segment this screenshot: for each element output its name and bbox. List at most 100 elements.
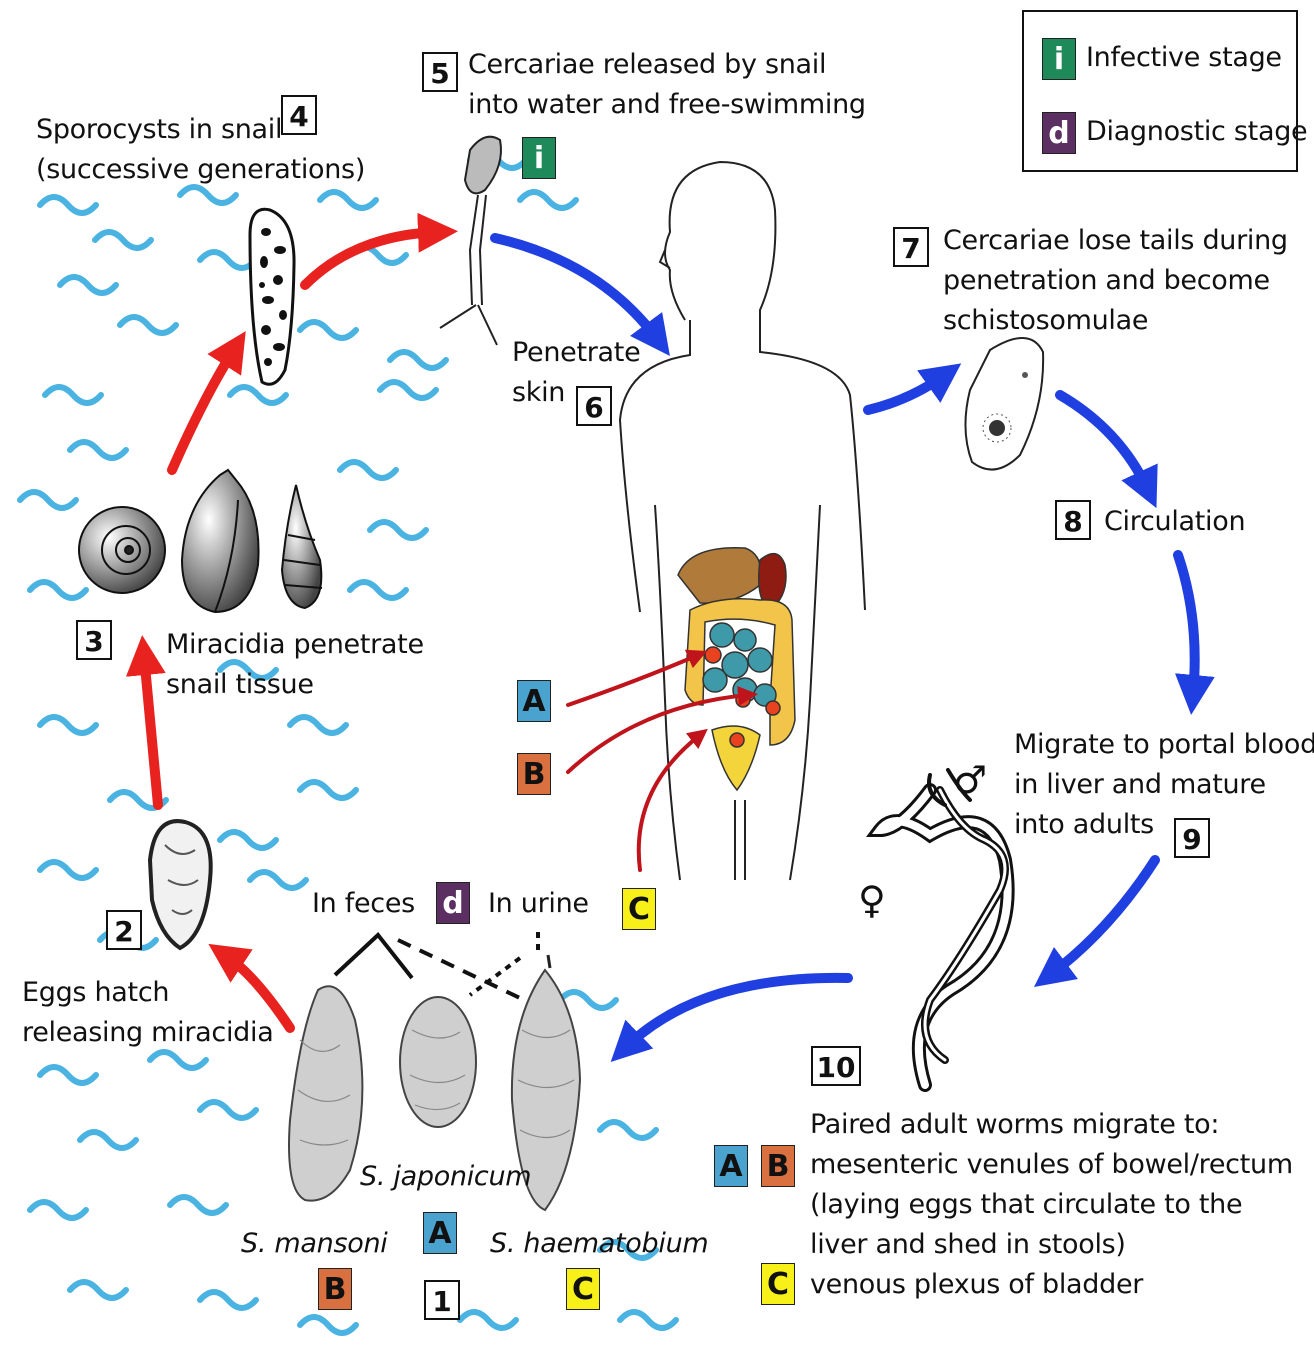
step-2-number: 2 xyxy=(106,910,142,950)
water-wave xyxy=(170,1197,226,1213)
water-wave xyxy=(380,382,436,398)
water-wave xyxy=(200,1102,256,1118)
step-4-line2: (successive generations) xyxy=(36,150,365,190)
step-10-line3: (laying eggs that circulate to the xyxy=(810,1185,1242,1225)
s-japonicum-label: S. japonicum xyxy=(360,1157,531,1197)
water-wave xyxy=(560,992,616,1008)
step-9-line3: into adults xyxy=(1014,805,1154,845)
step-1-number: 1 xyxy=(424,1280,460,1320)
water-wave xyxy=(220,832,276,848)
arrow-3-to-4 xyxy=(172,348,235,470)
water-wave xyxy=(40,717,96,733)
step-9-line2: in liver and mature xyxy=(1014,765,1266,805)
japonicum-site-A-badge: A xyxy=(423,1212,457,1254)
female-symbol: ♀ xyxy=(858,880,886,920)
site-C-badge-legend: C xyxy=(761,1263,795,1305)
step-10-line2: mesenteric venules of bowel/rectum xyxy=(810,1145,1293,1185)
in-urine-label: In urine xyxy=(488,884,589,924)
male-symbol: ♂ xyxy=(953,760,987,800)
step-7-line3: schistosomulae xyxy=(943,301,1148,341)
arrow-5-to-6 xyxy=(495,238,658,340)
step-6-line1: Penetrate xyxy=(512,333,640,373)
step-10-number: 10 xyxy=(811,1046,861,1086)
schistosomula-drawing xyxy=(965,338,1043,470)
step-8-number: 8 xyxy=(1055,500,1091,540)
step-7-line1: Cercariae lose tails during xyxy=(943,221,1288,261)
arrow-7-to-8 xyxy=(1060,395,1148,490)
infective-badge-cercariae: i xyxy=(522,137,556,179)
step-2-line1: Eggs hatch xyxy=(22,973,169,1013)
water-wave xyxy=(300,1317,356,1333)
water-wave xyxy=(620,1312,676,1328)
water-wave xyxy=(350,582,406,598)
step-5-number: 5 xyxy=(422,52,458,92)
site-B-badge-legend: B xyxy=(761,1145,795,1187)
s-mansoni-label: S. mansoni xyxy=(241,1224,387,1264)
step-6-number: 6 xyxy=(576,386,612,426)
site-A-badge-legend: A xyxy=(714,1145,748,1187)
water-wave xyxy=(520,192,576,208)
site-C-badge: C xyxy=(622,888,656,930)
site-B-badge: B xyxy=(517,753,551,795)
step-3-line2: snail tissue xyxy=(166,665,314,705)
arrow-4-to-5 xyxy=(305,232,438,285)
s-haematobium-label: S. haematobium xyxy=(490,1224,708,1264)
snail-shells xyxy=(79,470,322,612)
water-wave xyxy=(370,522,426,538)
water-wave xyxy=(40,197,96,213)
arrow-6-to-7 xyxy=(868,375,945,410)
sporocyst-drawing xyxy=(250,209,294,384)
diagnostic-stage-badge: d xyxy=(1042,112,1076,154)
step-4-line1: Sporocysts in snail xyxy=(36,110,282,150)
water-wave xyxy=(390,352,446,368)
water-wave xyxy=(20,492,76,508)
step-5-line2: into water and free-swimming xyxy=(468,85,866,125)
mansoni-site-B-badge: B xyxy=(318,1268,352,1310)
water-wave xyxy=(70,1282,126,1298)
water-wave xyxy=(30,582,86,598)
water-wave xyxy=(60,277,116,293)
water-wave xyxy=(95,232,151,248)
legend-infective-label: Infective stage xyxy=(1086,38,1282,78)
step-10-line5: venous plexus of bladder xyxy=(810,1265,1143,1305)
site-A-badge: A xyxy=(517,680,551,722)
water-wave xyxy=(70,442,126,458)
water-wave xyxy=(200,252,256,268)
step-5-line1: Cercariae released by snail xyxy=(468,45,826,85)
water-wave xyxy=(300,322,356,338)
water-wave xyxy=(300,782,356,798)
step-10-line1: Paired adult worms migrate to: xyxy=(810,1105,1219,1145)
water-wave xyxy=(200,1292,256,1308)
diagnostic-badge-eggs: d xyxy=(436,882,470,924)
step-3-line1: Miracidia penetrate xyxy=(166,625,424,665)
water-wave xyxy=(40,862,96,878)
water-wave xyxy=(30,1202,86,1218)
water-wave xyxy=(600,1122,656,1138)
infective-stage-badge: i xyxy=(1042,38,1076,80)
organ-drawing xyxy=(678,548,795,790)
step-8-line1: Circulation xyxy=(1104,502,1245,542)
step-10-line4: liver and shed in stools) xyxy=(810,1225,1126,1265)
legend-diagnostic-label: Diagnostic stage xyxy=(1086,112,1307,152)
in-feces-label: In feces xyxy=(312,884,415,924)
water-wave xyxy=(40,1067,96,1083)
arrow-10-to-1 xyxy=(625,978,848,1048)
step-9-number: 9 xyxy=(1174,818,1210,858)
egg-source-lines xyxy=(335,932,538,998)
miracidium-drawing xyxy=(150,821,211,948)
adult-worm-pair-drawing xyxy=(880,770,1008,1085)
step-6-line2: skin xyxy=(512,373,565,413)
step-7-number: 7 xyxy=(893,227,929,267)
step-3-number: 3 xyxy=(76,620,112,660)
water-wave xyxy=(120,317,176,333)
arrow-2-to-3 xyxy=(144,655,158,805)
water-wave xyxy=(230,387,286,403)
arrow-9-to-10 xyxy=(1050,860,1155,975)
water-wave xyxy=(150,1052,206,1068)
step-7-line2: penetration and become xyxy=(943,261,1270,301)
water-wave xyxy=(460,1312,516,1328)
water-wave xyxy=(80,1132,136,1148)
arrow-8-to-9 xyxy=(1178,555,1195,695)
step-2-line2: releasing miracidia xyxy=(22,1013,273,1053)
